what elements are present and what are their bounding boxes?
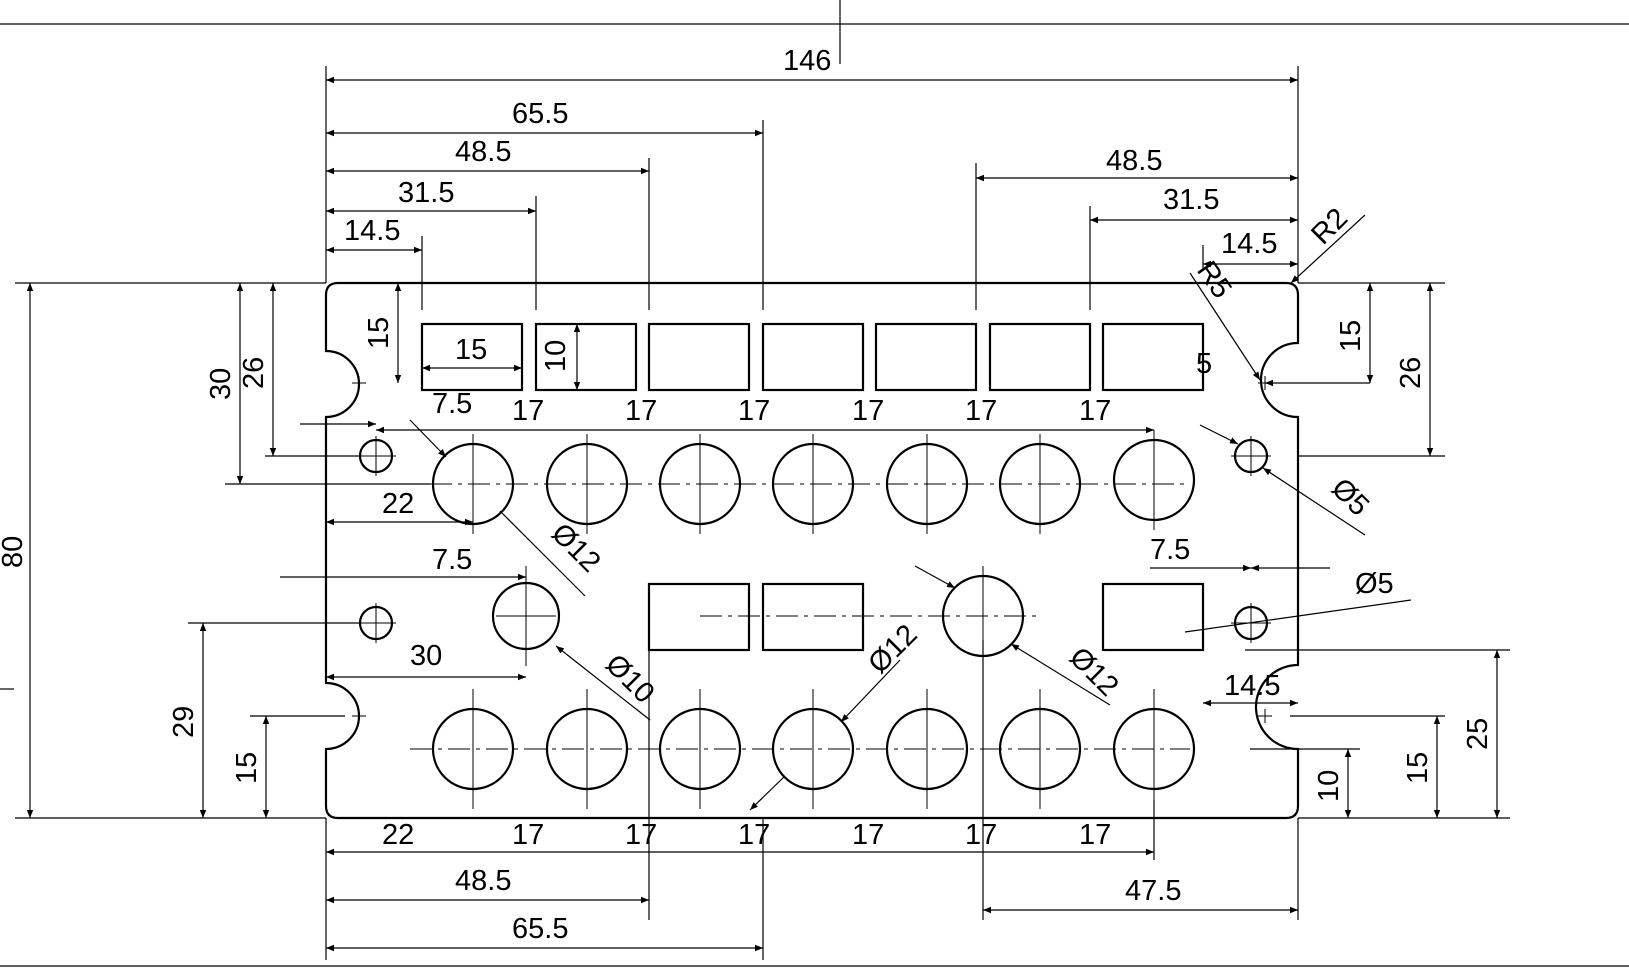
dim-overall-width: 146 [783,45,831,77]
dim-offset-7-5-top: 7.5 [432,388,472,420]
dim-left-30: 30 [205,368,237,400]
dim-offset-30: 30 [410,640,442,672]
dim-overall-height: 80 [0,536,29,568]
dimension-labels: 146 65.5 48.5 31.5 14.5 48.5 31.5 14.5 R… [0,45,1494,945]
dim-edge-22-bottom: 22 [382,819,414,851]
dim-top-31-5: 31.5 [398,177,454,209]
dim-right-5: 5 [1196,348,1212,380]
dimension-lines [26,76,1501,952]
dim-pitch-4: 17 [852,395,884,427]
dim-top-14-5: 14.5 [344,215,400,247]
dim-dia-5-right: Ø5 [1325,472,1375,522]
dim-right-14-5-bottom: 14.5 [1224,670,1280,702]
plate-outline [324,281,1300,820]
dim-right-15-bottom: 15 [1402,752,1434,784]
dim-pitch-3: 17 [738,395,770,427]
dim-bottom-pitch-4: 17 [852,819,884,851]
dim-pitch-1: 17 [512,395,544,427]
dim-bottom-pitch-2: 17 [625,819,657,851]
dim-r2: R2 [1305,202,1354,251]
dim-bottom-pitch-6: 17 [1079,819,1111,851]
dim-top-65-5: 65.5 [512,98,568,130]
dim-left-15-bottom: 15 [231,752,263,784]
dim-bottom-pitch-1: 17 [512,819,544,851]
dim-right-15: 15 [1335,320,1367,352]
dim-bottom-pitch-5: 17 [965,819,997,851]
dim-left-15: 15 [363,317,395,349]
dim-r5: R5 [1190,256,1237,305]
dim-right-25: 25 [1462,718,1494,750]
dim-dia-12-mid-left: Ø12 [862,619,923,680]
dim-bottom-48-5: 48.5 [455,865,511,897]
dim-dia-5-mid: Ø5 [1355,568,1394,600]
dim-pitch-2: 17 [625,395,657,427]
dim-left-29: 29 [168,706,200,738]
dim-bottom-65-5: 65.5 [512,913,568,945]
dim-top-right-31-5: 31.5 [1163,184,1219,216]
dim-pitch-5: 17 [965,395,997,427]
dim-bottom-47-5: 47.5 [1125,875,1181,907]
dim-dia-12-top: Ø12 [545,517,606,578]
dim-top-right-14-5: 14.5 [1221,228,1277,260]
dim-offset-7-5-mid: 7.5 [432,544,472,576]
dim-right-10: 10 [1313,770,1345,802]
dim-dia-10: Ø10 [599,648,660,709]
dim-top-48-5: 48.5 [455,136,511,168]
dim-right-26: 26 [1395,357,1427,389]
dim-rect-height: 10 [540,340,572,372]
dim-pitch-6: 17 [1079,395,1111,427]
center-marks [352,376,1272,809]
dim-bottom-pitch-3: 17 [738,819,770,851]
dim-edge-22-top: 22 [382,488,414,520]
dim-left-26: 26 [238,357,270,389]
dim-offset-7-5-right: 7.5 [1150,534,1190,566]
dim-rect-width: 15 [455,334,487,366]
dim-top-right-48-5: 48.5 [1106,145,1162,177]
